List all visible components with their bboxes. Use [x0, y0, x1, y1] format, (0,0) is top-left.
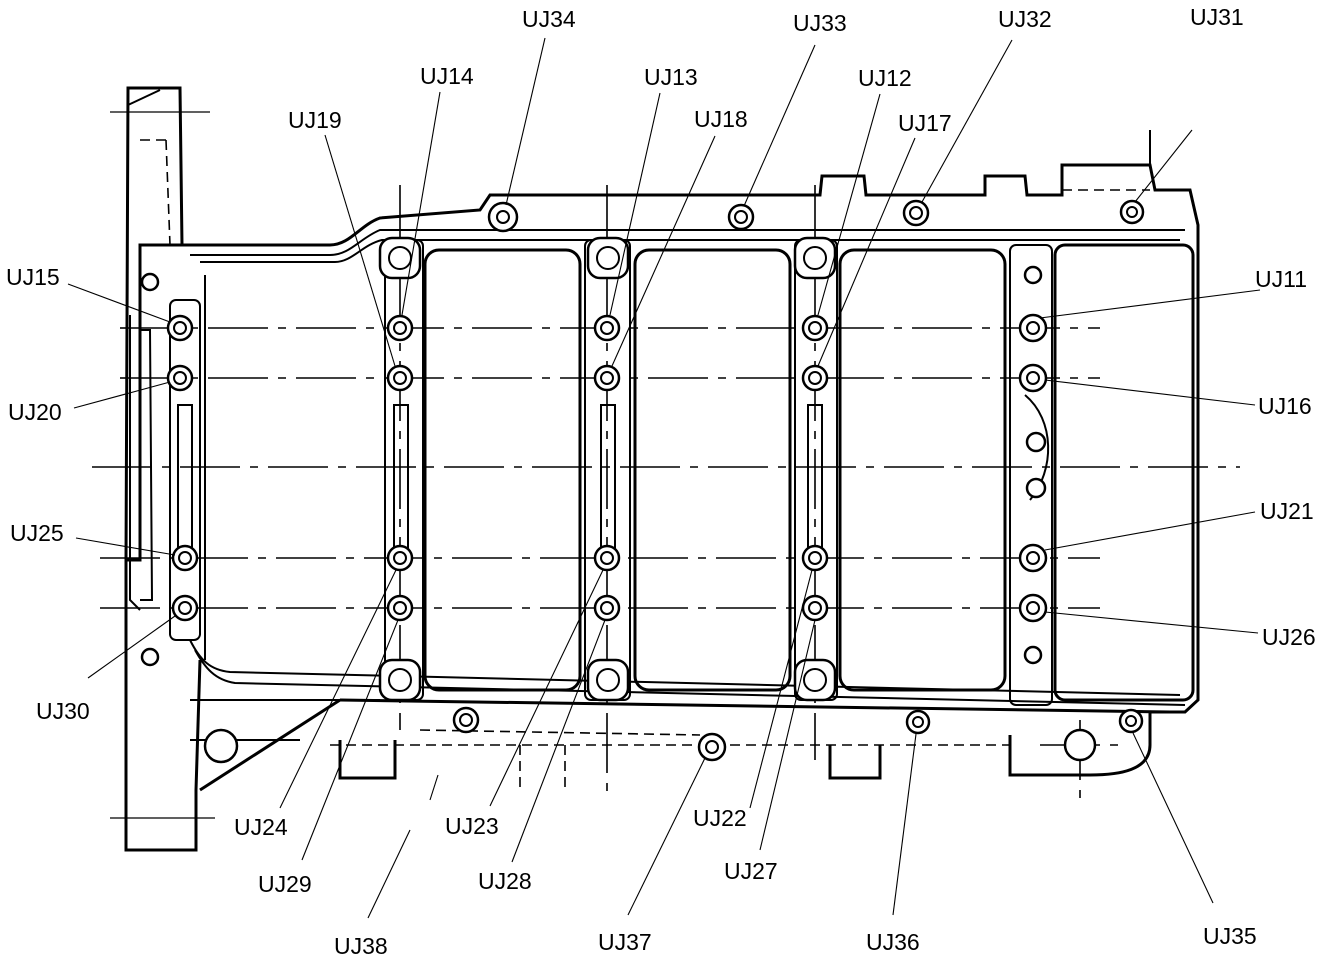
label-uj36: UJ36 — [866, 929, 920, 955]
label-uj11: UJ11 — [1255, 266, 1307, 292]
label-uj23: UJ23 — [445, 813, 499, 839]
label-uj24: UJ24 — [234, 814, 288, 840]
label-uj15: UJ15 — [6, 264, 60, 290]
bolt-bosses — [140, 199, 1145, 764]
bays — [169, 239, 1195, 706]
ribs — [129, 315, 1050, 611]
label-uj31: UJ31 — [1190, 4, 1244, 30]
label-uj26: UJ26 — [1262, 624, 1316, 650]
label-uj13: UJ13 — [644, 64, 698, 90]
label-uj30: UJ30 — [36, 698, 90, 724]
label-uj29: UJ29 — [258, 871, 312, 897]
label-uj14: UJ14 — [420, 63, 474, 89]
label-uj20: UJ20 — [8, 399, 62, 425]
label-uj35: UJ35 — [1203, 923, 1257, 949]
label-uj28: UJ28 — [478, 868, 532, 894]
label-uj25: UJ25 — [10, 520, 64, 546]
centre-lines — [92, 185, 1240, 800]
label-uj34: UJ34 — [522, 6, 576, 32]
pan-outline — [182, 130, 1200, 780]
label-uj32: UJ32 — [998, 6, 1052, 32]
labels: UJ11 UJ12 UJ13 UJ14 UJ15 UJ16 UJ17 UJ18 … — [6, 4, 1316, 959]
label-uj22: UJ22 — [693, 805, 747, 831]
label-uj37: UJ37 — [598, 929, 652, 955]
label-uj33: UJ33 — [793, 10, 847, 36]
label-uj19: UJ19 — [288, 107, 342, 133]
label-uj38: UJ38 — [334, 933, 388, 959]
label-uj12: UJ12 — [858, 65, 912, 91]
label-uj27: UJ27 — [724, 858, 778, 884]
leader-lines — [67, 37, 1261, 919]
label-uj18: UJ18 — [694, 106, 748, 132]
label-uj21: UJ21 — [1260, 498, 1314, 524]
label-uj17: UJ17 — [898, 110, 952, 136]
label-uj16: UJ16 — [1258, 393, 1312, 419]
